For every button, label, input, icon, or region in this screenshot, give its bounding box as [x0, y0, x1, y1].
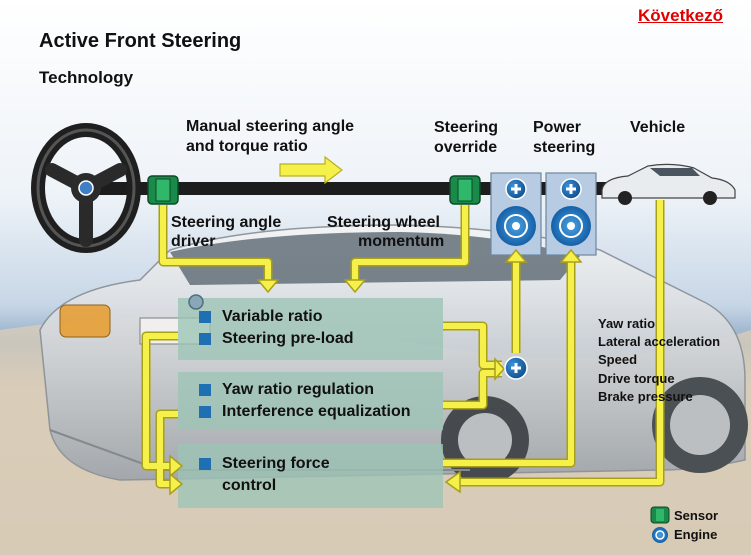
arrowheads — [169, 248, 583, 496]
wheel-momentum-label-1: Steering wheel — [327, 214, 440, 231]
legend-engine-label: Engine — [674, 527, 718, 542]
block-ratio — [178, 298, 443, 360]
next-link[interactable]: Következő — [638, 6, 724, 25]
block1-line2: Steering pre-load — [222, 330, 354, 347]
plus-icon — [504, 356, 528, 380]
bullets — [199, 311, 211, 470]
power-label-2: steering — [533, 139, 596, 156]
power-label-1: Power — [533, 119, 582, 136]
legend-engine-icon — [652, 527, 668, 543]
car-icon — [601, 163, 736, 205]
legend-sensor-icon — [650, 506, 670, 524]
angle-driver-label-2: driver — [171, 233, 216, 250]
steering-shaft — [85, 182, 620, 195]
wheel-momentum-label-2: momentum — [358, 233, 445, 250]
angle-driver-label-1: Steering angle — [171, 214, 282, 231]
sensor-icon — [147, 175, 179, 205]
steering-wheel-icon — [31, 123, 141, 253]
block-force — [178, 444, 443, 508]
manual-label-2: and torque ratio — [186, 138, 308, 155]
manual-label-1: Manual steering angle — [186, 118, 355, 135]
signal-yaw-ratio: Yaw ratio — [598, 316, 656, 331]
override-label-1: Steering — [434, 119, 499, 136]
signal-lines — [141, 200, 665, 489]
block3-line2: control — [222, 477, 277, 494]
vehicle-label: Vehicle — [630, 119, 686, 136]
block1-line1: Variable ratio — [222, 308, 323, 325]
signal-drive-torque: Drive torque — [598, 371, 675, 386]
override-label-2: override — [434, 139, 498, 156]
legend-sensor-label: Sensor — [674, 508, 719, 523]
steering-override-actuator — [490, 172, 542, 256]
power-steering-actuator — [545, 172, 597, 256]
sensor-icon — [449, 175, 481, 205]
block3-line1: Steering force — [222, 455, 330, 472]
block2-line2: Interference equalization — [222, 403, 411, 420]
direction-arrow — [279, 155, 343, 185]
page-subtitle: Technology — [39, 68, 134, 87]
signal-brake-pressure: Brake pressure — [598, 389, 693, 404]
block2-line1: Yaw ratio regulation — [222, 381, 375, 398]
page-title: Active Front Steering — [39, 30, 242, 52]
signal-lateral-acceleration: Lateral acceleration — [598, 334, 721, 349]
block-yaw — [178, 372, 443, 430]
signal-speed: Speed — [598, 352, 638, 367]
